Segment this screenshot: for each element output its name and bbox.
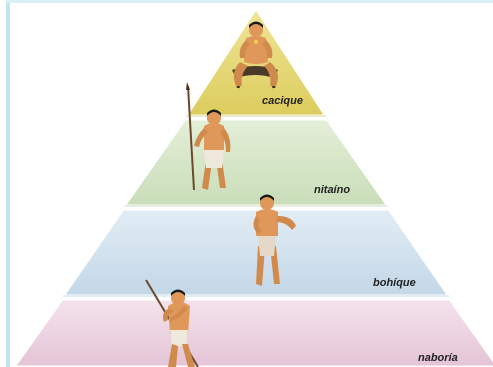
tier-label-nitaino: nitaíno xyxy=(314,184,350,196)
tier-label-cacique: cacique xyxy=(262,95,303,107)
tier-label-bohique: bohíque xyxy=(373,277,416,289)
tier-label-naboria: naboría xyxy=(418,352,458,364)
